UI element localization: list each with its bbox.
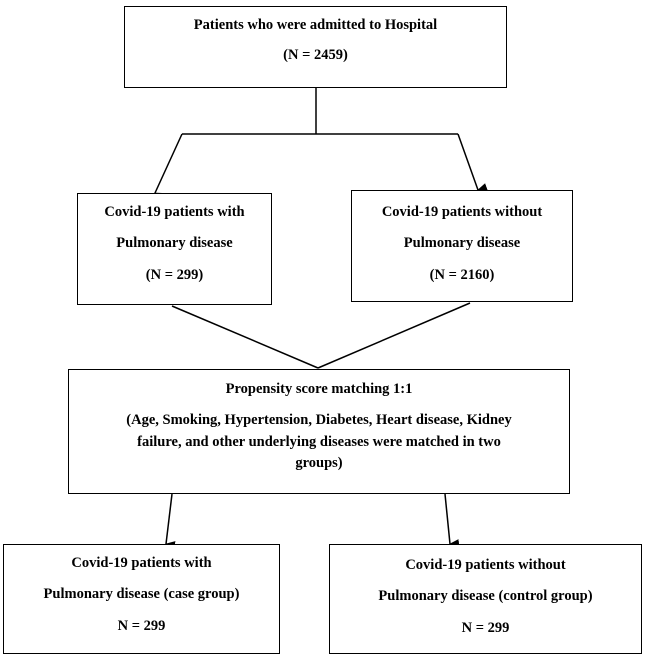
connector-merge-left	[171, 305, 319, 369]
box-with-pulmonary: Covid-19 patients with Pulmonary disease…	[77, 193, 272, 305]
matching-criteria-line1: (Age, Smoking, Hypertension, Diabetes, H…	[126, 412, 512, 429]
box-admitted-patients: Patients who were admitted to Hospital (…	[124, 6, 507, 88]
connector-arrow-left	[154, 133, 183, 201]
admitted-count: (N = 2459)	[283, 47, 348, 64]
connector-merge-right	[317, 302, 471, 369]
matching-criteria-line2: failure, and other underlying diseases w…	[137, 433, 501, 450]
case-group-line2: Pulmonary disease (case group)	[43, 586, 240, 603]
box-case-group: Covid-19 patients with Pulmonary disease…	[3, 544, 280, 654]
without-pulmonary-line1: Covid-19 patients without	[381, 204, 543, 220]
with-pulmonary-count: (N = 299)	[145, 266, 204, 283]
matching-criteria-line3: groups)	[295, 455, 343, 472]
without-pulmonary-line2: Pulmonary disease	[403, 235, 521, 252]
box-propensity-matching: Propensity score matching 1:1 (Age, Smok…	[68, 369, 570, 494]
connector-arrow-right	[457, 133, 488, 191]
case-group-line1: Covid-19 patients with	[71, 555, 212, 571]
connector-arrow-control	[444, 493, 460, 548]
admitted-title: Patients who were admitted to Hospital	[193, 17, 438, 33]
control-group-count: N = 299	[461, 619, 510, 636]
without-pulmonary-count: (N = 2160)	[429, 266, 495, 283]
control-group-line2: Pulmonary disease (control group)	[378, 588, 593, 605]
case-group-count: N = 299	[117, 617, 166, 634]
with-pulmonary-line2: Pulmonary disease	[116, 235, 233, 252]
box-without-pulmonary: Covid-19 patients without Pulmonary dise…	[351, 190, 573, 302]
connector-arrow-case	[165, 493, 176, 550]
box-control-group: Covid-19 patients without Pulmonary dise…	[329, 544, 642, 654]
with-pulmonary-line1: Covid-19 patients with	[104, 204, 245, 220]
matching-title: Propensity score matching 1:1	[225, 381, 413, 397]
control-group-line1: Covid-19 patients without	[405, 557, 566, 573]
